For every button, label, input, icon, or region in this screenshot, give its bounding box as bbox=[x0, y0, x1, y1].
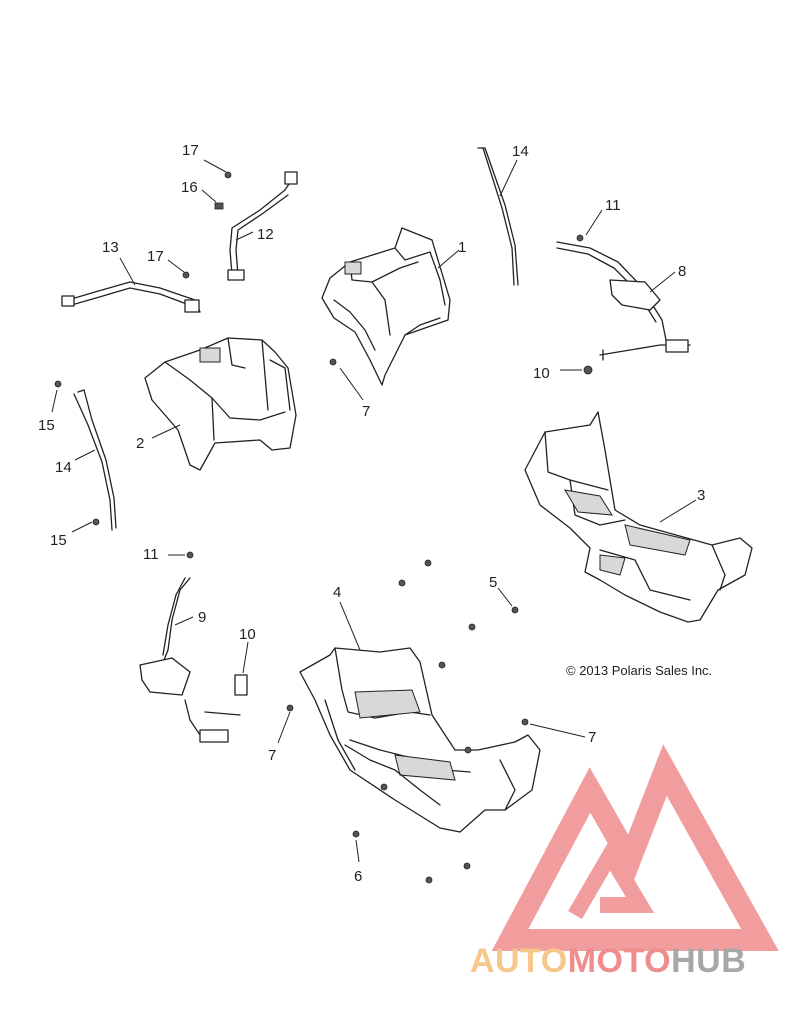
callout-4: 4 bbox=[333, 584, 341, 601]
callout-3: 3 bbox=[697, 487, 705, 504]
callout-17b: 17 bbox=[147, 248, 164, 265]
callout-1: 1 bbox=[458, 239, 466, 256]
part-9-footrest-bracket bbox=[139, 577, 241, 743]
part-13-bracket bbox=[61, 281, 201, 313]
callout-11b: 11 bbox=[143, 546, 159, 563]
callout-17a: 17 bbox=[182, 142, 199, 159]
callout-7a: 7 bbox=[362, 403, 370, 420]
callout-16: 16 bbox=[181, 179, 198, 196]
watermark-brand-moto: MOTO bbox=[568, 942, 671, 980]
callout-12: 12 bbox=[257, 226, 274, 243]
callout-7c: 7 bbox=[588, 729, 596, 746]
watermark-logo-icon bbox=[491, 744, 779, 951]
callout-7b: 7 bbox=[268, 747, 276, 764]
watermark-brand-text: AUTOMOTOHUB bbox=[470, 942, 746, 980]
callout-2: 2 bbox=[136, 435, 144, 452]
callout-11a: 11 bbox=[605, 197, 621, 214]
copyright-notice: © 2013 Polaris Sales Inc. bbox=[566, 663, 712, 678]
callout-14b: 14 bbox=[55, 459, 72, 476]
callout-15b: 15 bbox=[50, 532, 67, 549]
watermark-brand-auto: AUTO bbox=[470, 942, 568, 980]
fasteners bbox=[54, 171, 593, 884]
callout-13: 13 bbox=[102, 239, 119, 256]
part-8-footrest-bracket bbox=[556, 241, 691, 361]
part-1-front-fender bbox=[321, 227, 451, 386]
part-12-bracket bbox=[227, 171, 298, 281]
callout-10b: 10 bbox=[239, 626, 256, 643]
watermark-brand-hub: HUB bbox=[671, 942, 746, 980]
part-2-left-fender bbox=[144, 337, 297, 471]
callout-8: 8 bbox=[678, 263, 686, 280]
part-3-right-footwell bbox=[524, 411, 753, 623]
callout-5: 5 bbox=[489, 574, 497, 591]
part-14-rod-right bbox=[477, 147, 519, 286]
part-14-rod-left bbox=[73, 389, 117, 531]
part-4-left-footwell bbox=[299, 647, 541, 833]
leader-lines bbox=[51, 159, 697, 863]
callout-15a: 15 bbox=[38, 417, 55, 434]
callout-labels: 17 16 12 13 17 14 11 1 8 10 7 15 2 14 15… bbox=[38, 142, 705, 885]
callout-10a: 10 bbox=[533, 365, 550, 382]
callout-9: 9 bbox=[198, 609, 206, 626]
callout-14a: 14 bbox=[512, 143, 529, 160]
callout-6: 6 bbox=[354, 868, 362, 885]
